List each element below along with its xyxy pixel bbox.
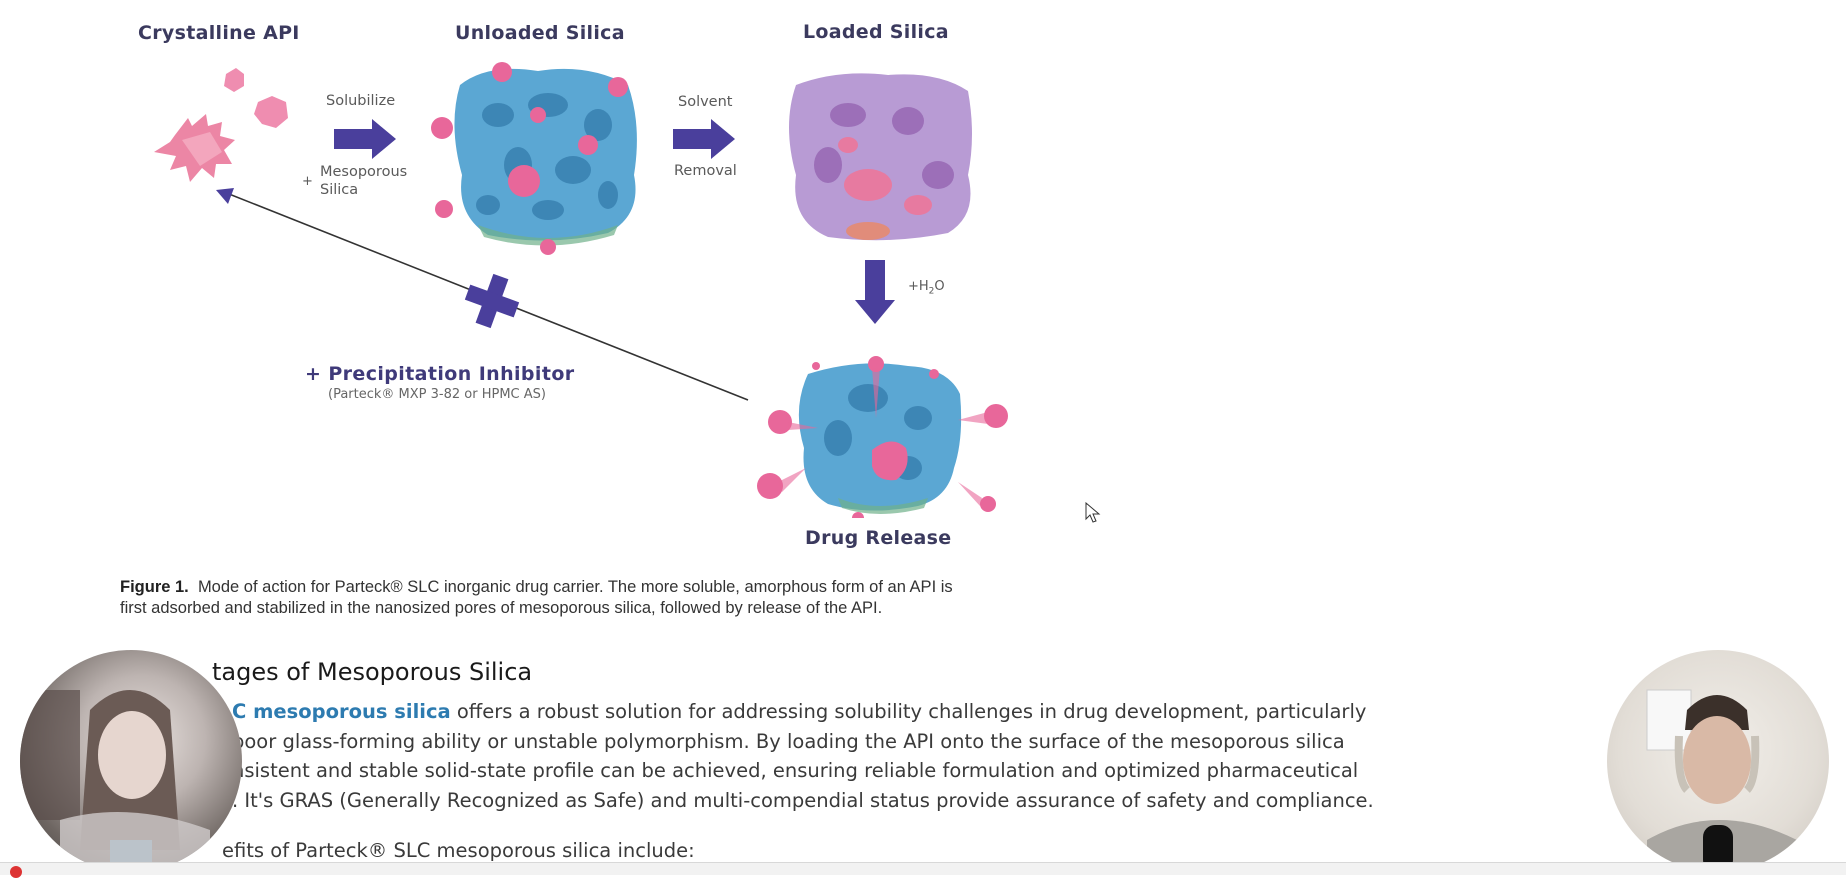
- parteck-slc-link[interactable]: C mesoporous silica: [232, 700, 451, 723]
- label-removal: Removal: [674, 163, 737, 179]
- api-crystal-small-1: [224, 68, 244, 92]
- drug-release-illustration: [757, 356, 1008, 518]
- presenter-man-icon: [1646, 689, 1797, 872]
- mouse-cursor-icon: [1085, 502, 1101, 523]
- title-crystalline-api: Crystalline API: [138, 22, 300, 44]
- benefits-intro: efits of Parteck® SLC mesoporous silica …: [222, 839, 695, 862]
- webcam-right: [1607, 650, 1829, 872]
- label-solubilize: Solubilize: [326, 93, 396, 109]
- arrow-right-icon: [334, 119, 396, 159]
- webcam-left: [20, 650, 242, 872]
- api-crystal-small-2: [254, 96, 288, 128]
- label-mesoporous-silica: Mesoporous Silica: [320, 164, 408, 198]
- title-loaded-silica: Loaded Silica: [803, 21, 949, 43]
- block-x-icon: [464, 273, 520, 329]
- figure-caption: Figure 1. Mode of action for Parteck® SL…: [120, 578, 953, 617]
- arrow-down-icon: [855, 260, 895, 324]
- crystalline-api-illustration: [154, 68, 288, 182]
- section-paragraph: C mesoporous silica offers a robust solu…: [232, 700, 1374, 812]
- label-solvent: Solvent: [678, 94, 733, 110]
- arrowhead-icon: [216, 188, 234, 204]
- title-unloaded-silica: Unloaded Silica: [455, 22, 625, 44]
- unloaded-silica-illustration: [431, 62, 637, 255]
- label-plus: +: [302, 174, 313, 189]
- arrow-right-icon: [673, 119, 735, 159]
- api-crystal-large: [154, 114, 235, 182]
- label-precipitation-inhibitor: + Precipitation Inhibitor: [305, 363, 575, 385]
- title-drug-release: Drug Release: [805, 527, 952, 549]
- bottom-toolbar: [0, 862, 1846, 875]
- loaded-silica-illustration: [789, 73, 972, 241]
- label-h2o: +H2O: [908, 279, 945, 297]
- label-inhibitor-examples: (Parteck® MXP 3-82 or HPMC AS): [328, 387, 546, 402]
- presenter-woman-icon: [20, 690, 210, 872]
- recording-indicator-icon: [10, 866, 22, 878]
- section-heading: tages of Mesoporous Silica: [212, 658, 533, 686]
